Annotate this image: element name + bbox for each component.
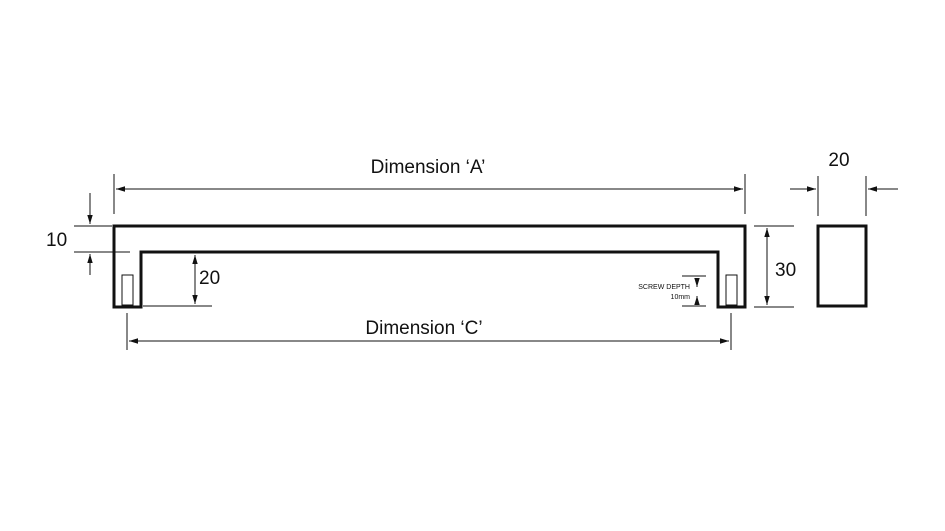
top-thickness-annotation: 10	[46, 193, 130, 275]
left-screw-hole	[121, 274, 134, 306]
right-screw-hole	[725, 274, 738, 306]
screw-depth-annotation: SCREW DEPTH 10mm	[638, 275, 706, 307]
section-width-label: 20	[828, 150, 849, 171]
screw-depth-title: SCREW DEPTH	[638, 284, 690, 291]
overall-height-annotation: 30	[754, 225, 796, 308]
end-section-profile	[816, 224, 868, 308]
inner-height-annotation: 20	[143, 255, 220, 307]
dimension-c-label: Dimension ‘C’	[365, 318, 482, 339]
handle-profile-outline	[112, 224, 747, 309]
top-thickness-label: 10	[46, 230, 67, 251]
inner-height-label: 20	[199, 268, 220, 289]
overall-height-label: 30	[775, 260, 796, 281]
dimension-c-annotation: Dimension ‘C’	[126, 313, 732, 350]
section-width-annotation: 20	[790, 150, 898, 216]
screw-depth-value: 10mm	[671, 294, 691, 301]
dimension-a-label: Dimension ‘A’	[371, 157, 486, 178]
dimension-a-annotation: Dimension ‘A’	[113, 157, 746, 214]
